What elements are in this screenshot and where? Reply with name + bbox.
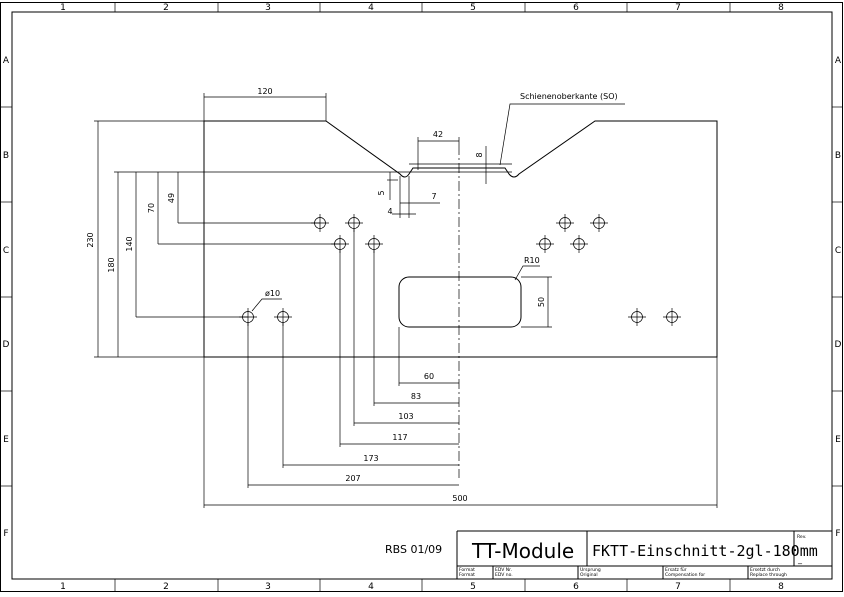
dim-42	[417, 137, 460, 170]
rect-cutout	[398, 276, 522, 328]
column-grid	[114, 2, 731, 591]
dim-83-label: 83	[411, 392, 421, 401]
dim-230-label: 230	[86, 232, 95, 247]
row-label: A	[835, 56, 842, 66]
horizontal-dims	[203, 229, 718, 508]
radius-label: R10	[524, 256, 540, 265]
dim-5-label: 5	[377, 190, 386, 195]
revision-value: _	[797, 555, 803, 564]
dim-140-label: 140	[125, 236, 134, 251]
dim-60-label: 60	[424, 372, 434, 381]
col-label: 6	[573, 582, 579, 592]
row-label: C	[3, 246, 9, 256]
hole	[556, 214, 574, 232]
dim-117-label: 117	[392, 433, 407, 442]
dim-207-label: 207	[345, 474, 360, 483]
row-labels-left: A B C D E F	[3, 56, 10, 539]
col-label: 3	[265, 582, 271, 592]
dim-173-label: 173	[363, 454, 378, 463]
dim-120-label: 120	[257, 87, 272, 96]
col-label: 7	[675, 3, 681, 13]
title-block	[456, 530, 832, 579]
drawing-title: FKTT-Einschnitt-2gl-180mm	[592, 542, 818, 560]
col-label: 2	[163, 3, 169, 13]
row-label: F	[835, 529, 840, 539]
hole	[663, 308, 681, 326]
dim-103-label: 103	[398, 412, 413, 421]
hole-diameter-leader	[251, 298, 282, 312]
col-label: 4	[368, 582, 374, 592]
inner-frame	[11, 11, 833, 580]
row-grid	[0, 106, 843, 487]
revision-label: Rev.	[797, 534, 806, 540]
col-label: 3	[265, 3, 271, 13]
row-labels-right: A B C D E F	[835, 56, 842, 539]
row-label: E	[835, 435, 841, 445]
column-labels-bottom: 1 2 3 4 5 6 7 8	[60, 582, 784, 592]
dim-50-label: 50	[537, 297, 546, 307]
rail-top-annotation: Schienenoberkante (SO)	[520, 92, 618, 101]
dim-50	[521, 276, 552, 328]
dim-180-label: 180	[107, 257, 116, 272]
company-name: TT-Module	[471, 539, 574, 563]
dim-120	[203, 93, 327, 121]
column-labels-top: 1 2 3 4 5 6 7 8	[60, 3, 784, 13]
col-label: 8	[778, 582, 784, 592]
dim-42-label: 42	[433, 130, 443, 139]
dim-70-label: 70	[147, 203, 156, 213]
radius-leader	[514, 265, 540, 281]
row-label: B	[835, 151, 841, 161]
hole-diameter-label: ø10	[265, 289, 280, 298]
part-outline	[203, 120, 718, 358]
row-label: B	[3, 151, 9, 161]
hole	[570, 235, 588, 253]
hole	[536, 235, 554, 253]
col-label: 5	[470, 582, 476, 592]
col-label: 2	[163, 582, 169, 592]
dim-500-label: 500	[452, 494, 467, 503]
edv-label: EDV Nr.EDV no.	[495, 567, 513, 578]
row-label: F	[3, 529, 8, 539]
holes	[239, 214, 681, 326]
col-label: 1	[60, 582, 66, 592]
hole	[590, 214, 608, 232]
col-label: 4	[368, 3, 374, 13]
col-label: 5	[470, 3, 476, 13]
dim-8-label: 8	[475, 152, 484, 157]
row-label: D	[835, 340, 842, 350]
col-label: 1	[60, 3, 66, 13]
row-label: A	[3, 56, 10, 66]
notch-dims	[387, 172, 440, 218]
row-label: D	[3, 340, 10, 350]
dim-8	[409, 146, 512, 184]
row-label: E	[3, 435, 9, 445]
dim-4-label: 4	[387, 207, 392, 216]
row-label: C	[835, 246, 841, 256]
vertical-dims	[94, 120, 340, 358]
drawing-reference: RBS 01/09	[385, 543, 442, 556]
rail-top-leader	[499, 103, 625, 166]
col-label: 8	[778, 3, 784, 13]
dim-7-label: 7	[431, 192, 436, 201]
hole	[628, 308, 646, 326]
dim-49-label: 49	[167, 193, 176, 203]
col-label: 7	[675, 582, 681, 592]
col-label: 6	[573, 3, 579, 13]
